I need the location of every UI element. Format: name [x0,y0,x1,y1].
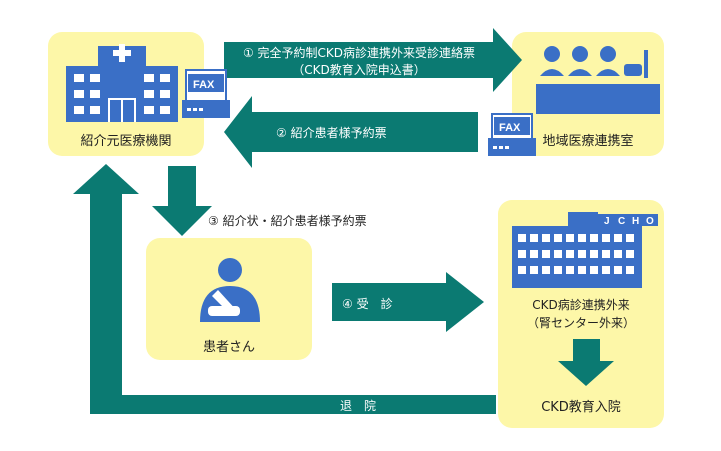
arrow-internal-down [558,339,614,386]
step1-label-2: （CKD教育入院申込書） [292,63,426,77]
arrow-step1 [224,28,522,92]
ckd-admission-label: CKD教育入院 [541,400,621,415]
arrow-discharge [73,164,496,414]
arrow-step4 [332,272,484,332]
step3-label: ③ 紹介状・紹介患者様予約票 [208,214,367,228]
ckd-outpatient-label-2: （腎センター外来） [526,316,635,330]
ckd-outpatient-label-1: CKD病診連携外来 [532,298,630,312]
fax-icon-regional [488,113,536,156]
jcho-letter: O [646,216,654,227]
referring-institution-label: 紹介元医療機関 [80,134,172,149]
staff-icon [536,46,660,114]
patient-icon [200,258,260,322]
fax-label: FAX [193,79,215,91]
jcho-letter: H [632,216,639,227]
fax-icon-referring [182,69,230,118]
jcho-hospital-icon: J C H O [512,212,658,288]
arrow-step2 [224,96,478,168]
step2-label: ② 紹介患者様予約票 [276,126,387,140]
hospital-icon [66,44,178,122]
arrow-step3 [152,166,212,236]
jcho-letter: J [604,216,610,227]
jcho-letter: C [618,216,625,227]
step4-label: ④ 受 診 [342,297,393,311]
fax-label: FAX [499,122,521,134]
discharge-label: 退 院 [340,399,377,413]
regional-liaison-label: 地域医療連携室 [542,134,634,149]
patient-label: 患者さん [202,340,255,355]
step1-label-1: ① 完全予約制CKD病診連携外来受診連絡票 [242,46,476,60]
